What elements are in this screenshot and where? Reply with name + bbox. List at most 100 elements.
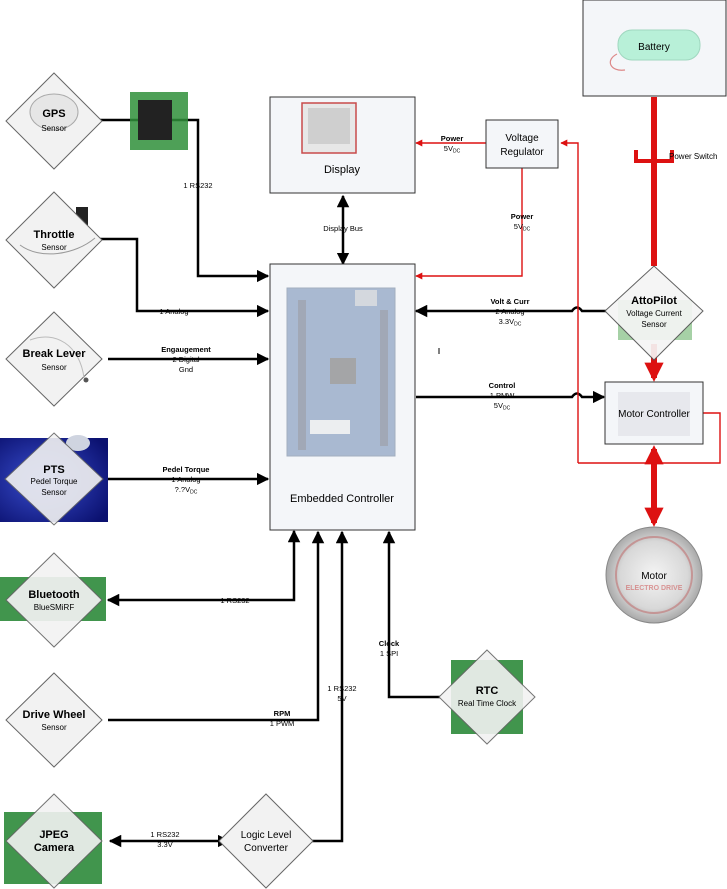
voltage-regulator-line1: Voltage [505, 133, 539, 144]
camera-title1: JPEG [39, 829, 68, 841]
wire-reg-feed [560, 139, 579, 463]
bluetooth-title: Bluetooth [28, 589, 80, 601]
power-switch: Power Switch [634, 150, 717, 172]
label-brake-l1: 2 Digital [172, 355, 199, 364]
throttle-sensor: Throttle Sensor [5, 191, 103, 289]
signal-wires [88, 118, 606, 848]
rtc-title: RTC [476, 685, 499, 697]
svg-text:5VDC: 5VDC [514, 222, 531, 233]
logic-line2: Converter [244, 843, 289, 854]
display-label: Display [324, 164, 361, 176]
wire-logic [303, 530, 349, 843]
motor-controller-label: Motor Controller [618, 409, 690, 420]
jpeg-camera: JPEG Camera [4, 793, 103, 889]
label-logic-l2: 5V [337, 694, 346, 703]
svg-text:5VDC: 5VDC [444, 144, 461, 155]
brake-lever-sensor: Break Lever Sensor [5, 311, 103, 407]
power-wires [415, 97, 721, 527]
drive-wheel-sensor: Drive Wheel Sensor [5, 672, 103, 768]
label-camera-l2: 3.3V [157, 840, 172, 849]
label-rtc-l1: 1 SPI [380, 649, 398, 658]
label-voltcurr-l2: 3.3V [499, 317, 514, 326]
battery-label: Battery [638, 42, 670, 53]
label-power-ctrl-sub: DC [523, 227, 531, 233]
battery-pack-image [617, 29, 701, 61]
pts-title: PTS [43, 464, 64, 476]
attopilot-title: AttoPilot [631, 295, 677, 307]
label-pts-l1: 1 Analog [171, 475, 200, 484]
battery-block: Battery [582, 0, 727, 97]
motor-label: Motor [641, 571, 667, 582]
throttle-sub: Sensor [41, 243, 67, 252]
motor-logo: ELECTRO DRIVE [626, 585, 683, 592]
motor: ELECTRO DRIVE Motor [605, 526, 703, 624]
bluetooth-module: Bluetooth BlueSMiRF [0, 552, 106, 648]
power-switch-label: Power Switch [669, 152, 717, 161]
label-camera-l1: 1 RS232 [150, 830, 179, 839]
wire-throttle [88, 237, 270, 318]
rtc-module: RTC Real Time Clock [438, 649, 536, 745]
gps-sub: Sensor [41, 124, 67, 133]
label-voltcurr-bold: Volt & Curr [490, 297, 529, 306]
label-pts-l2: ?.?V [175, 485, 190, 494]
label-control-sub: DC [503, 406, 511, 412]
wire-reg-to-controller [415, 168, 523, 280]
label-pts-bold: Pedel Torque [163, 465, 210, 474]
pts-sub2: Sensor [41, 488, 67, 497]
camera-title2: Camera [34, 842, 75, 854]
gps-title: GPS [42, 108, 65, 120]
label-voltcurr-sub: DC [514, 322, 522, 328]
wire-voltcurr [414, 304, 606, 318]
label-power-display-bold: Power [441, 134, 464, 143]
brake-title: Break Lever [23, 348, 87, 360]
label-voltcurr-l1: 2 Analog [495, 307, 524, 316]
logic-level-converter: Logic Level Converter [218, 793, 314, 889]
wire-control [416, 390, 606, 404]
attopilot-sub1: Voltage Current [626, 309, 682, 318]
svg-text:?.?VDC: ?.?VDC [175, 485, 198, 496]
embedded-controller-label: Embedded Controller [290, 493, 394, 505]
label-power-display-sub: DC [453, 149, 461, 155]
label-control-l1: 1 PMW [490, 391, 516, 400]
label-drivewheel-l1: 1 PWM [270, 719, 295, 728]
label-power-ctrl-bold: Power [511, 212, 534, 221]
label-power-display-l1: 5V [444, 144, 453, 153]
label-display-bus: Display Bus [323, 224, 363, 233]
drivewheel-sub: Sensor [41, 723, 67, 732]
wire-rtc [382, 530, 440, 699]
label-brake-bold: Engaugement [161, 345, 211, 354]
label-brake-l2: Gnd [179, 365, 193, 374]
label-control-bold: Control [489, 381, 516, 390]
voltage-regulator-line2: Regulator [500, 147, 544, 158]
rtc-sub: Real Time Clock [458, 699, 517, 708]
label-power-ctrl-l1: 5V [514, 222, 523, 231]
label-control-l2: 5V [494, 401, 503, 410]
throttle-title: Throttle [34, 229, 75, 241]
display-block: Display [269, 96, 416, 194]
pts-sensor: PTS Pedel Torque Sensor [0, 432, 108, 526]
label-pts-l2sub: DC [190, 490, 198, 496]
embedded-controller: Embedded Controller [269, 263, 416, 531]
arduino-board-image [286, 287, 396, 457]
motor-controller-block: Motor Controller [604, 381, 704, 445]
attopilot-sensor: AttoPilot Voltage Current Sensor [604, 265, 704, 361]
label-rtc-bold: Clock [379, 639, 400, 648]
wire-bluetooth [106, 529, 301, 607]
wire-drivewheel [108, 530, 325, 722]
label-drivewheel-bold: RPM [274, 709, 291, 718]
label-bluetooth: 1 RS232 [220, 596, 249, 605]
wire-mc-loop [578, 412, 721, 464]
svg-text:3.3VDC: 3.3VDC [499, 317, 522, 328]
brake-sub: Sensor [41, 363, 67, 372]
drivewheel-title: Drive Wheel [23, 709, 86, 721]
gps-sensor: GPS Sensor [5, 72, 188, 170]
svg-text:5VDC: 5VDC [494, 401, 511, 412]
logic-line1: Logic Level [241, 830, 292, 841]
label-throttle: 1 Analog [159, 307, 188, 316]
pts-sub1: Pedel Torque [31, 477, 79, 486]
label-logic-l1: 1 RS232 [327, 684, 356, 693]
voltage-regulator-block: Voltage Regulator [485, 119, 559, 169]
label-gps: 1 RS232 [183, 181, 212, 190]
attopilot-sub2: Sensor [641, 320, 667, 329]
